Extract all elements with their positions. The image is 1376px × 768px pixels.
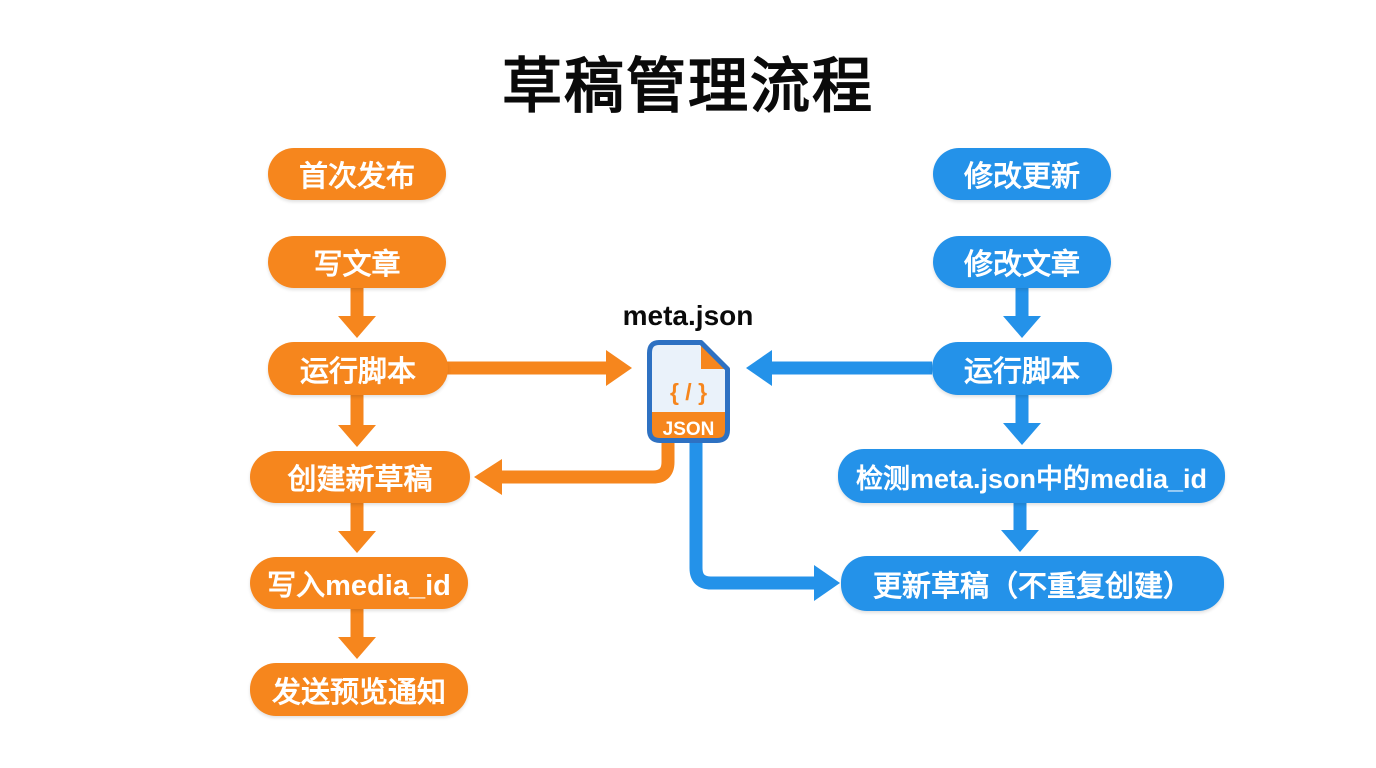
arrow-create-draft-to-write-media-id: [338, 503, 376, 553]
node-modify-article: 修改文章: [933, 236, 1111, 288]
file-json-band: [649, 412, 728, 441]
page-title: 草稿管理流程: [502, 53, 874, 120]
node-run-script-right: 运行脚本: [932, 342, 1112, 395]
file-json-badge-text: JSON: [663, 419, 715, 440]
arrow-run-script-to-check-media-id: [1003, 394, 1041, 445]
arrow-check-media-id-to-update-draft: [1001, 503, 1039, 552]
node-send-preview: 发送预览通知: [250, 663, 468, 716]
node-run-script-left: 运行脚本: [268, 342, 448, 395]
file-border: [647, 340, 730, 443]
node-update-draft: 更新草稿（不重复创建）: [841, 556, 1224, 611]
node-write-media-id: 写入media_id: [250, 557, 468, 609]
node-modify-update: 修改更新: [933, 148, 1111, 200]
json-file-icon: { / } JSON: [647, 340, 730, 443]
file-code-glyph: { / }: [670, 379, 707, 405]
arrow-modify-article-to-run-script: [1003, 288, 1041, 338]
node-write-article: 写文章: [268, 236, 446, 288]
node-create-draft: 创建新草稿: [250, 451, 470, 503]
node-check-media-id: 检测meta.json中的media_id: [838, 449, 1225, 503]
json-file-icon-svg: { / } JSON: [647, 340, 730, 443]
arrow-run-script-right-to-meta-json: [746, 350, 932, 386]
arrow-write-article-to-run-script: [338, 288, 376, 338]
arrow-meta-json-to-update-draft: [689, 438, 840, 601]
arrow-run-script-to-create-draft: [338, 395, 376, 447]
arrow-write-media-id-to-send-preview: [338, 609, 376, 659]
arrow-run-script-left-to-meta-json: [446, 350, 632, 386]
meta-json-label: meta.json: [622, 300, 754, 331]
node-first-publish: 首次发布: [268, 148, 446, 200]
arrow-meta-json-to-create-draft: [474, 438, 675, 495]
